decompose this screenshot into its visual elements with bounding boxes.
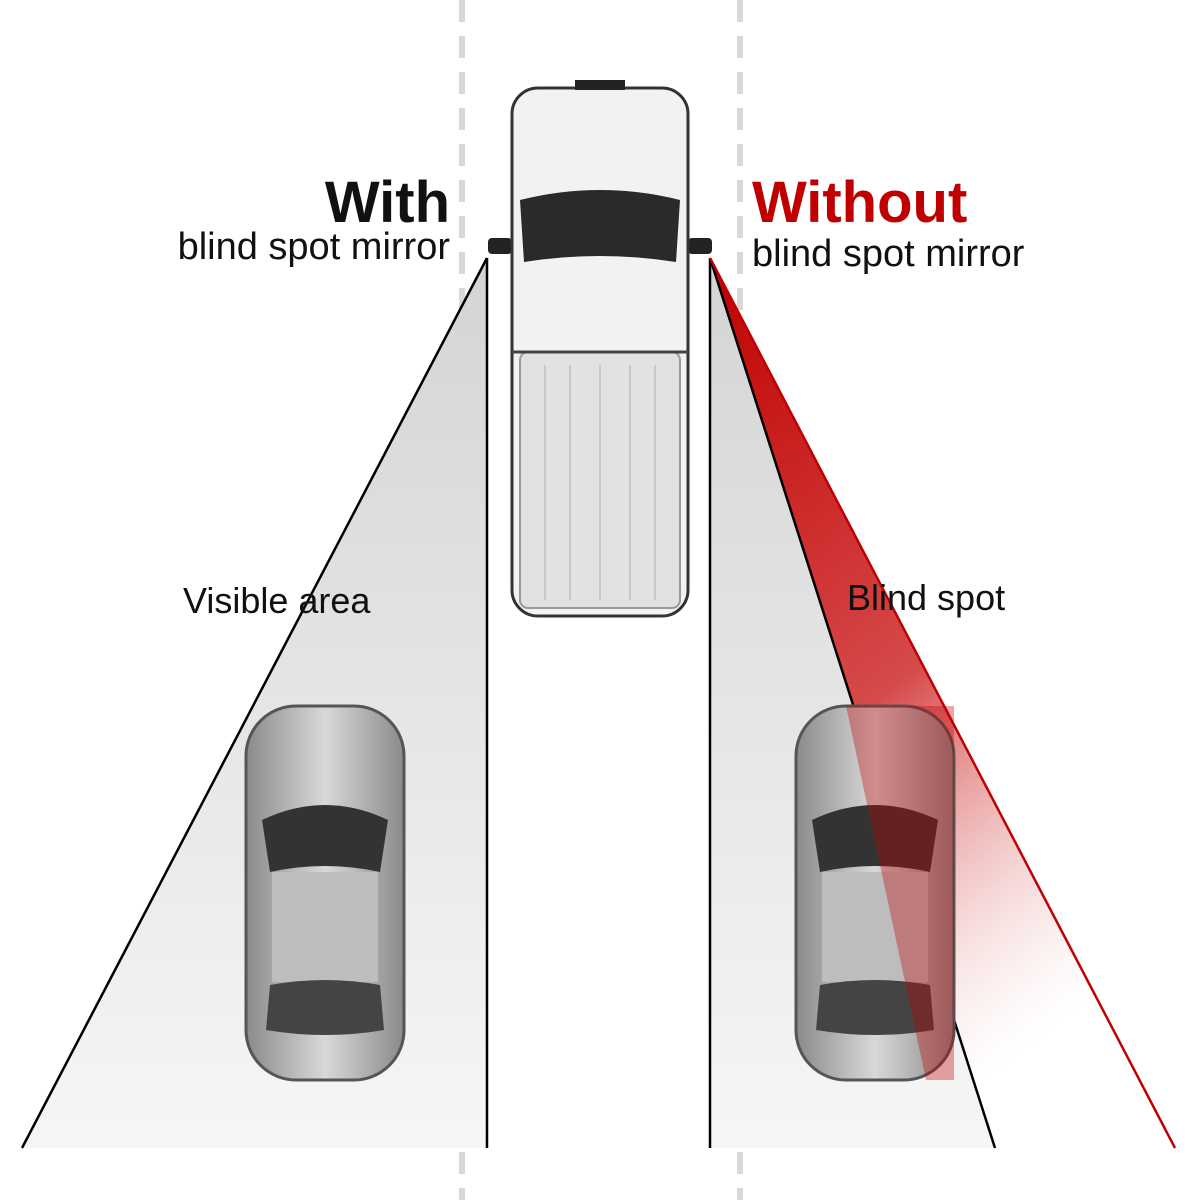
without-title: Without	[752, 170, 968, 235]
car-left	[244, 704, 406, 1082]
with-title: With	[324, 170, 450, 235]
visible-area-edge	[20, 257, 489, 1149]
car-right	[794, 704, 956, 1082]
visible-area-label: Visible area	[183, 580, 371, 621]
pickup-truck	[488, 80, 712, 618]
blind-spot-edge	[708, 257, 1177, 1149]
blind-spot-label: Blind spot	[847, 577, 1006, 618]
without-subtitle: blind spot mirror	[752, 233, 1025, 275]
with-subtitle: blind spot mirror	[177, 226, 450, 268]
